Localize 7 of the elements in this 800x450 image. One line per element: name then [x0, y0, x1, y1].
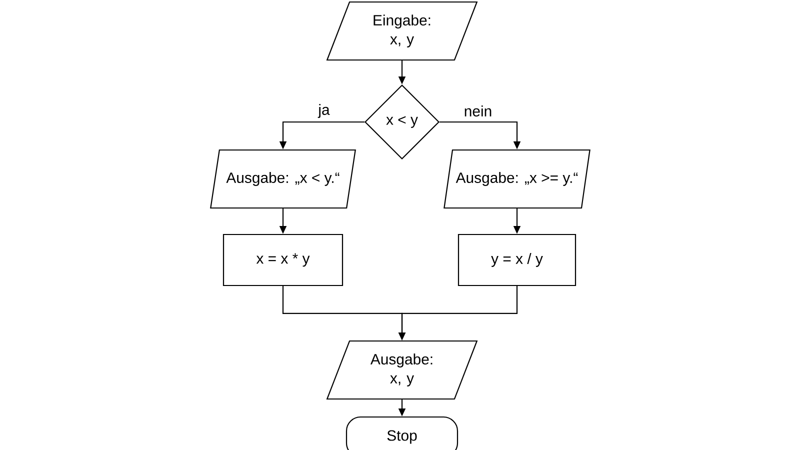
- io-parallelogram: Ausgabe: „x >= y.“: [444, 149, 590, 209]
- io-parallelogram: Ausgabe: „x < y.“: [210, 149, 356, 209]
- edge-label: nein: [462, 104, 494, 118]
- edge-label: ja: [317, 103, 331, 119]
- process-box: y = x / y: [458, 234, 576, 286]
- process-box: x = x * y: [222, 234, 344, 286]
- terminal-box: Stop: [346, 416, 458, 450]
